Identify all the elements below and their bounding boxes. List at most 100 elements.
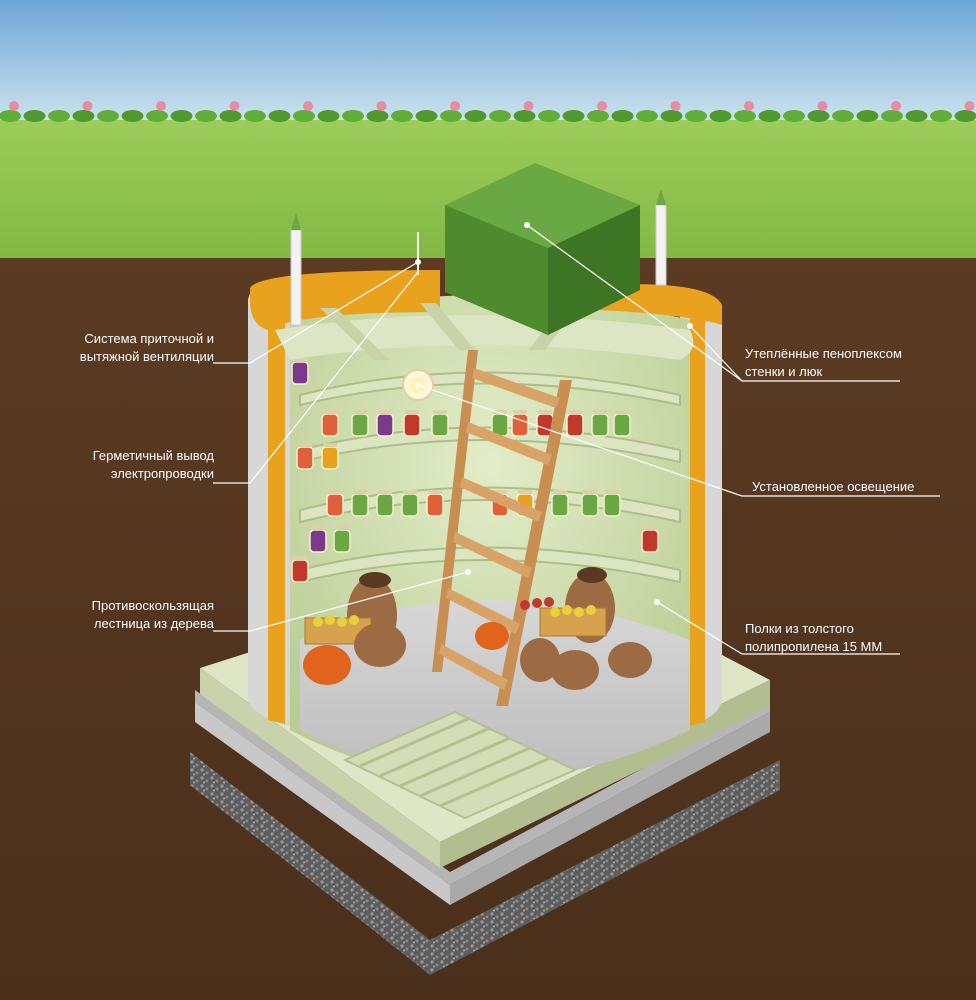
jar-icon (351, 493, 369, 517)
leaf-icon (293, 110, 315, 122)
jar-icon (376, 493, 394, 517)
concrete-slab-left (195, 702, 450, 905)
jar-icon (291, 559, 309, 583)
flower-icon (670, 101, 681, 111)
leaf-icon (219, 110, 242, 122)
leaf-icon (758, 110, 781, 122)
jar-lid-icon (593, 410, 607, 414)
insulation-right (690, 310, 705, 726)
flower-icon (450, 101, 460, 111)
jar-icon (511, 413, 529, 437)
jar-icon (376, 413, 394, 437)
leaf-icon (97, 110, 119, 122)
ventilation-pipe-left (290, 213, 302, 326)
jar-lid-icon (518, 490, 532, 494)
leaf-icon (562, 110, 585, 122)
jar-icon (351, 413, 369, 437)
floor-drain-grate (342, 710, 578, 820)
jar-lid-icon (568, 410, 582, 414)
flower-icon (523, 101, 534, 111)
leaf-icon (464, 110, 487, 122)
concrete-slab-right (450, 712, 770, 905)
flower-icon (303, 101, 313, 111)
leaf-icon (366, 110, 389, 122)
jar-icon (591, 413, 609, 437)
leaf-icon (856, 110, 879, 122)
leaf-icon (391, 110, 413, 122)
leaf-icon (930, 110, 952, 122)
leaf-icon (48, 110, 70, 122)
flower-icon (817, 101, 828, 111)
label-wiring: Герметичный вывод электропроводки (92, 448, 214, 481)
leaf-icon (734, 110, 756, 122)
jar-lid-icon (428, 490, 442, 494)
jar-icon (296, 446, 314, 470)
jar-lid-icon (538, 410, 552, 414)
leaf-icon (611, 110, 634, 122)
leaf-icon (195, 110, 217, 122)
jar-icon (321, 446, 339, 470)
leaf-icon (268, 110, 291, 122)
leaf-icon (881, 110, 903, 122)
jar-lid-icon (493, 410, 507, 414)
insulation-left (268, 300, 285, 724)
jar-lid-icon (293, 556, 307, 560)
jar-lid-icon (643, 526, 657, 530)
jar-icon (401, 493, 419, 517)
jar-lid-icon (353, 410, 367, 414)
flower-icon (376, 101, 387, 111)
flower-icon (9, 101, 19, 111)
leaf-icon (489, 110, 511, 122)
flower-icon (229, 101, 240, 111)
jar-icon (403, 413, 421, 437)
produce-sacks-and-crates (303, 567, 652, 690)
jar-lid-icon (293, 358, 307, 362)
leaf-icon (72, 110, 95, 122)
leaf-icon (954, 110, 976, 122)
jar-lid-icon (405, 410, 419, 414)
leaf-icon (146, 110, 168, 122)
leaf-icon (709, 110, 732, 122)
leaf-icon (783, 110, 805, 122)
jar-lid-icon (353, 490, 367, 494)
leader-dots (415, 222, 693, 605)
leaf-icon (685, 110, 707, 122)
leaf-icon (415, 110, 438, 122)
jar-lid-icon (615, 410, 629, 414)
jar-lid-icon (378, 410, 392, 414)
jar-lid-icon (583, 490, 597, 494)
leaf-icon (660, 110, 683, 122)
jar-icon (333, 529, 351, 553)
leaf-icon (513, 110, 536, 122)
wooden-ladder (432, 350, 572, 706)
jar-icon (291, 361, 309, 385)
preserve-jars (291, 358, 659, 583)
flower-icon (156, 101, 166, 111)
leaf-icon (170, 110, 193, 122)
jar-lid-icon (513, 410, 527, 414)
jar-lid-icon (298, 443, 312, 447)
leaf-icon (342, 110, 364, 122)
jar-lid-icon (328, 490, 342, 494)
jar-lid-icon (323, 443, 337, 447)
jar-icon (431, 413, 449, 437)
sky (0, 0, 976, 125)
flower-icon (597, 101, 607, 111)
leaf-icon (440, 110, 462, 122)
jar-icon (613, 413, 631, 437)
leaf-icon (636, 110, 658, 122)
leaf-icon (807, 110, 830, 122)
jar-icon (581, 493, 599, 517)
jar-lid-icon (323, 410, 337, 414)
ceiling (275, 315, 694, 360)
leaf-icon (0, 110, 21, 122)
jar-lid-icon (378, 490, 392, 494)
leaf-icon (23, 110, 46, 122)
flower-icon (891, 101, 901, 111)
leaf-icon (538, 110, 560, 122)
jar-icon (566, 413, 584, 437)
leaf-icon (317, 110, 340, 122)
jar-lid-icon (553, 490, 567, 494)
